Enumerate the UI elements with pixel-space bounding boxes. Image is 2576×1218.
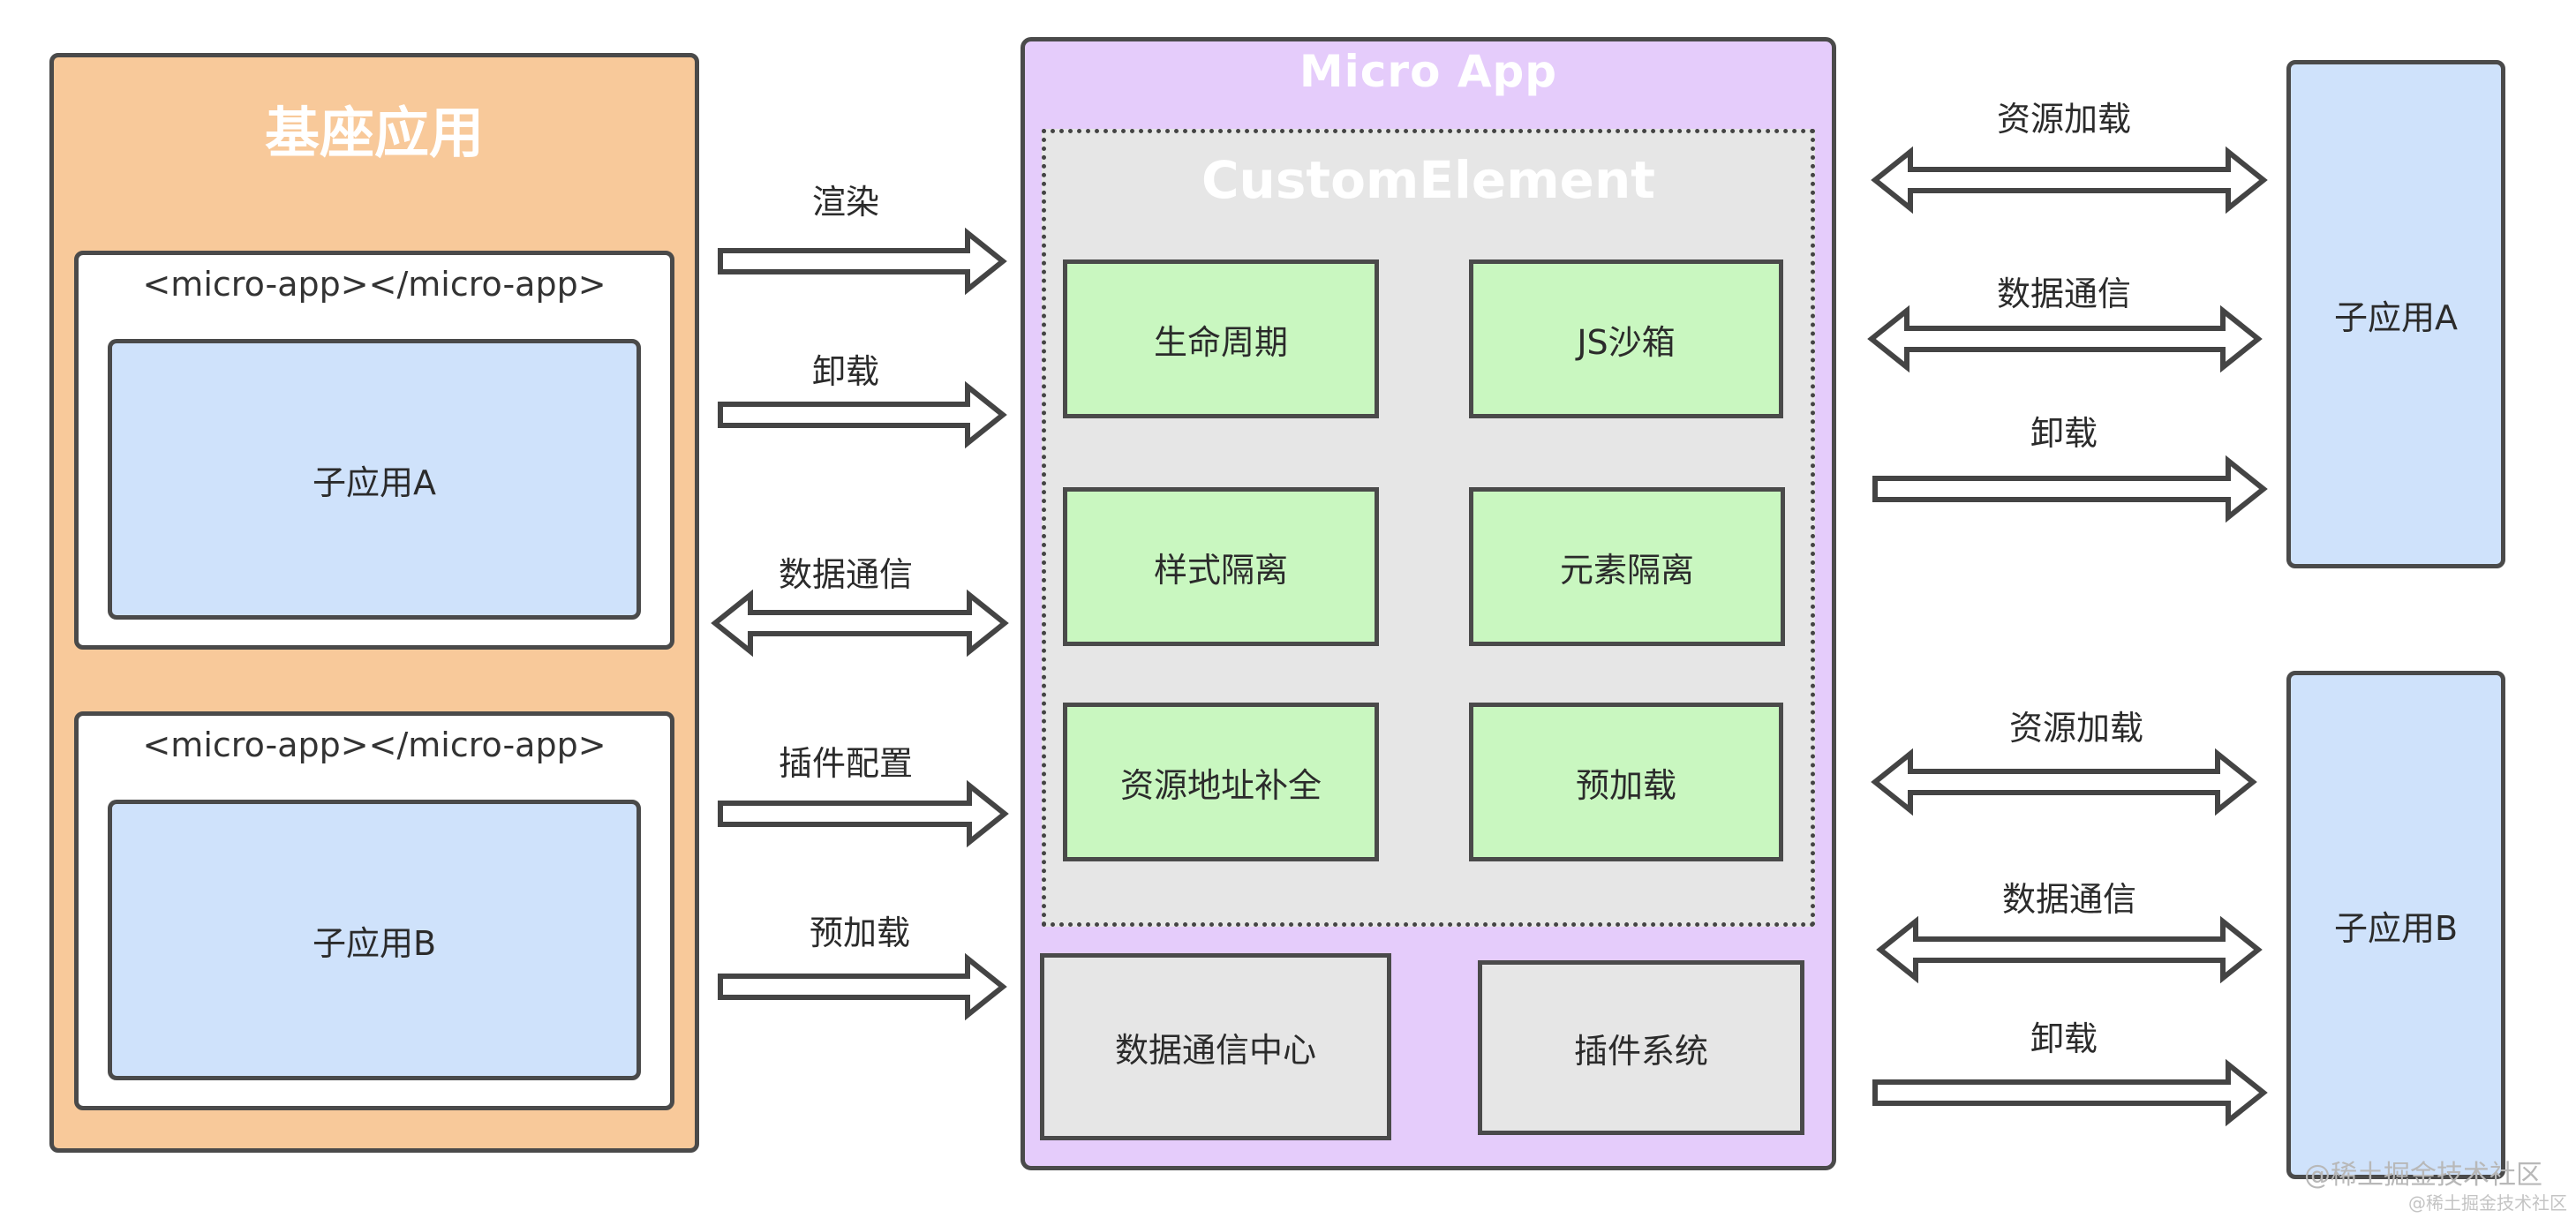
embedded-sub-app-b-label: 子应用B <box>312 923 437 963</box>
data-communication-center: 数据通信中心 <box>1040 953 1391 1140</box>
custom-element-title: CustomElement <box>1201 150 1655 210</box>
plugin-system: 插件系统 <box>1478 960 1804 1135</box>
feature-resource-path-completion: 资源地址补全 <box>1063 703 1379 861</box>
embedded-sub-app-a: 子应用A <box>108 339 641 620</box>
micro-app-tag-a: <micro-app></micro-app> <box>142 265 606 304</box>
feature-js-sandbox: JS沙箱 <box>1469 259 1783 418</box>
plugin-system-label: 插件系统 <box>1573 1031 1708 1071</box>
sub-b-link-label-resource-loading: 资源加载 <box>2008 709 2143 748</box>
data-communication-center-label: 数据通信中心 <box>1114 1030 1316 1070</box>
feature-element-isolation-label: 元素隔离 <box>1559 550 1694 590</box>
feature-js-sandbox-label: JS沙箱 <box>1577 322 1676 362</box>
link-label-render: 渲染 <box>811 183 879 222</box>
sub-app-a-label: 子应用A <box>2334 297 2458 337</box>
sub-b-link-label-unload: 卸载 <box>2030 1019 2098 1058</box>
link-label-preload: 预加载 <box>809 914 910 952</box>
feature-resource-path-completion-label: 资源地址补全 <box>1119 765 1322 805</box>
feature-style-isolation-label: 样式隔离 <box>1153 550 1288 590</box>
sub-a-link-label-data-communication: 数据通信 <box>1996 274 2131 313</box>
embedded-sub-app-b: 子应用B <box>108 800 641 1080</box>
feature-lifecycle: 生命周期 <box>1063 259 1379 418</box>
micro-app-title: Micro App <box>1299 46 1558 97</box>
sub-a-link-label-resource-loading: 资源加载 <box>1996 100 2131 139</box>
link-label-unload: 卸载 <box>811 352 879 391</box>
watermark: @稀土掘金技术社区 <box>2304 1160 2542 1191</box>
watermark-small: @稀土掘金技术社区 <box>2408 1192 2567 1214</box>
feature-element-isolation: 元素隔离 <box>1469 487 1785 646</box>
embedded-sub-app-a-label: 子应用A <box>313 462 436 502</box>
sub-app-b: 子应用B <box>2286 671 2505 1179</box>
feature-style-isolation: 样式隔离 <box>1063 487 1379 646</box>
sub-b-link-label-data-communication: 数据通信 <box>2001 880 2136 919</box>
sub-app-a: 子应用A <box>2286 60 2505 568</box>
link-label-plugin-config: 插件配置 <box>778 744 913 783</box>
feature-lifecycle-label: 生命周期 <box>1153 322 1288 362</box>
feature-preload-label: 预加载 <box>1575 765 1676 805</box>
link-label-data-communication: 数据通信 <box>778 555 913 594</box>
sub-a-link-label-unload: 卸载 <box>2030 414 2098 453</box>
micro-app-tag-b: <micro-app></micro-app> <box>142 726 606 764</box>
sub-app-b-label: 子应用B <box>2333 908 2459 948</box>
feature-preload: 预加载 <box>1469 703 1783 861</box>
host-app-title: 基座应用 <box>264 101 484 165</box>
